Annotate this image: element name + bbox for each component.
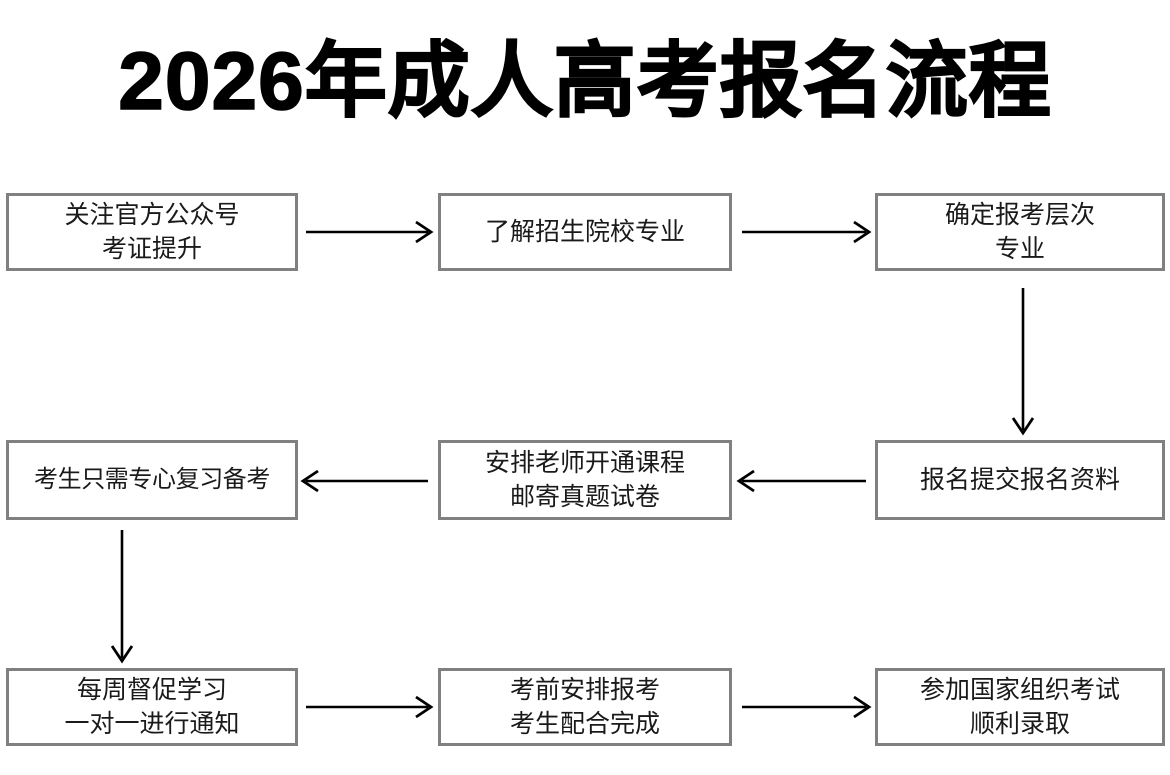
flow-node-3[interactable]: 确定报考层次 专业 [875,193,1165,271]
flow-node-5[interactable]: 安排老师开通课程 邮寄真题试卷 [438,440,732,520]
flow-node-5-line-2: 邮寄真题试卷 [509,483,660,511]
flow-node-2-line-1: 了解招生院校专业 [484,218,685,246]
flow-node-2[interactable]: 了解招生院校专业 [438,193,732,271]
flow-node-6[interactable]: 考生只需专心复习备考 [6,440,298,520]
flow-node-4-line-1: 报名提交报名资料 [919,466,1120,494]
flow-node-4[interactable]: 报名提交报名资料 [875,440,1165,520]
flow-node-1-line-2: 考证提升 [101,235,202,263]
flow-node-1-line-1: 关注官方公众号 [64,201,240,229]
flow-node-8-line-1: 考前安排报考 [509,676,660,704]
flow-node-8-line-2: 考生配合完成 [509,710,660,738]
flow-node-3-line-1: 确定报考层次 [944,201,1095,229]
flow-node-6-line-1: 考生只需专心复习备考 [34,466,270,493]
arrow-node3-to-node4 [1011,288,1035,436]
arrow-node6-to-node7 [110,530,134,664]
arrow-node1-to-node2 [306,220,434,244]
flow-node-9[interactable]: 参加国家组织考试 顺利录取 [875,668,1165,746]
arrow-node8-to-node9 [742,695,872,719]
arrow-node4-to-node5 [736,469,866,493]
flow-node-3-line-2: 专业 [994,235,1045,263]
flow-node-7-line-1: 每周督促学习 [76,676,227,704]
flow-node-7-line-2: 一对一进行通知 [64,710,240,738]
arrow-node7-to-node8 [306,695,434,719]
flow-node-5-line-1: 安排老师开通课程 [484,449,685,477]
arrow-node5-to-node6 [300,469,428,493]
flow-node-8[interactable]: 考前安排报考 考生配合完成 [438,668,732,746]
arrow-node2-to-node3 [742,220,872,244]
flow-node-9-line-1: 参加国家组织考试 [919,676,1120,704]
flow-node-7[interactable]: 每周督促学习 一对一进行通知 [6,668,298,746]
flow-node-9-line-2: 顺利录取 [969,710,1070,738]
flow-node-1[interactable]: 关注官方公众号 考证提升 [6,193,298,271]
page-title: 2026年成人高考报名流程 [117,35,1052,128]
